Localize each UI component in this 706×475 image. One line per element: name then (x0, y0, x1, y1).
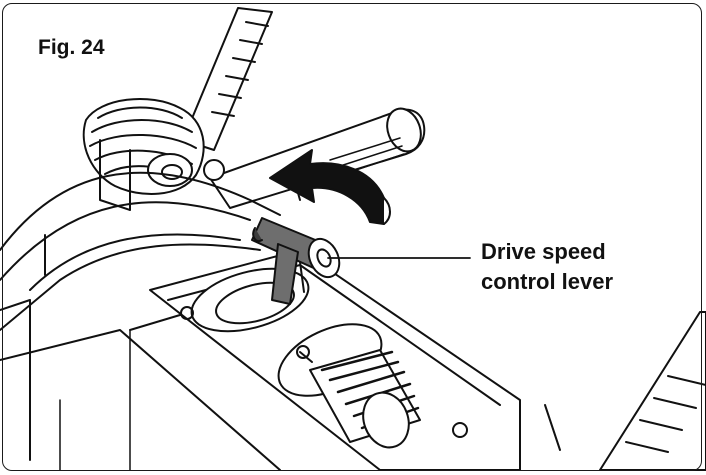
callout-drive-speed-control-lever: Drive speed control lever (481, 237, 613, 297)
handle-tube (203, 107, 426, 209)
rotation-arrow-icon (269, 149, 391, 225)
handle-knob (82, 97, 205, 195)
handle-arm-left (182, 7, 273, 151)
speed-drum (296, 345, 421, 449)
figure-label: Fig. 24 (38, 36, 105, 59)
callout-line-2: control lever (481, 269, 614, 294)
control-console (149, 249, 521, 471)
drive-speed-lever (251, 217, 341, 305)
callout-line-1: Drive speed (481, 239, 606, 264)
handle-arm-right (544, 311, 706, 471)
